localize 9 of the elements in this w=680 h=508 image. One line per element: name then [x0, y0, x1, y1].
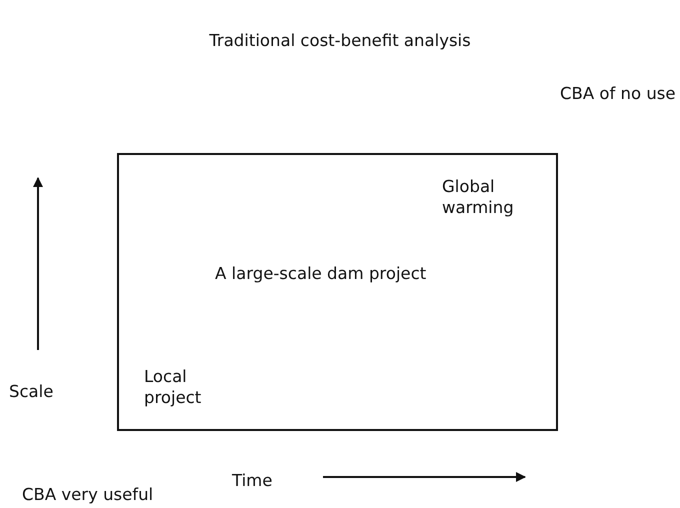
node-text: A large-scale dam project: [215, 263, 428, 284]
corner-note: CBA of no use: [560, 83, 676, 104]
corner-note: CBA very useful: [22, 484, 154, 505]
axis-label: Time: [232, 470, 272, 491]
node-text: Local project: [144, 366, 202, 408]
node-text: Global warming: [442, 176, 515, 218]
axis-label: Scale: [9, 381, 54, 402]
frame-box: [117, 153, 558, 431]
title: Traditional cost-benefit analysis: [209, 30, 471, 51]
